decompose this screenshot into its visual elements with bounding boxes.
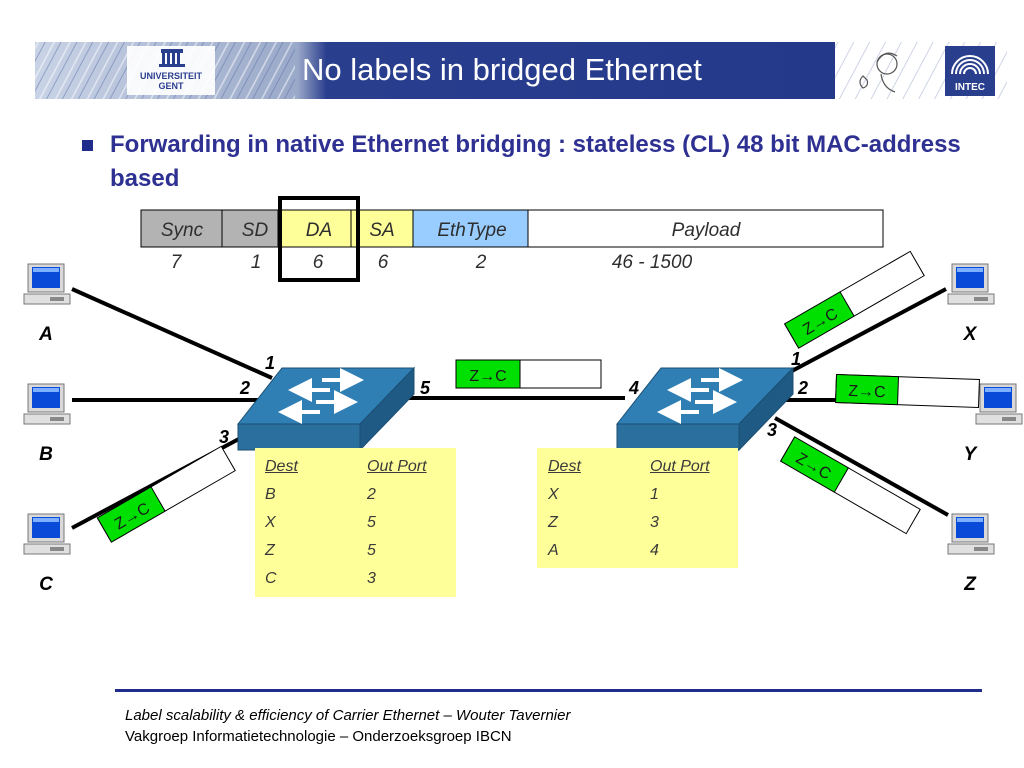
table-cell-port: 3: [367, 570, 376, 587]
computer-icon: [975, 383, 1023, 425]
table-header-outport: Out Port: [367, 458, 427, 475]
switch1-port-1: 1: [265, 353, 275, 373]
host-x: [947, 263, 995, 305]
frame-field-sync: [140, 209, 223, 248]
table-cell-port: 3: [650, 514, 659, 531]
switch2-port-4: 4: [628, 378, 639, 398]
host-c: [23, 513, 71, 555]
switch-arrows-icon: [657, 368, 743, 424]
university-logo: UNIVERSITEIT GENT: [127, 46, 215, 95]
host-y: [975, 383, 1023, 425]
table-cell-dest: Z: [265, 542, 275, 559]
frame-tag-label: Z→C: [469, 368, 506, 385]
table-header-outport: Out Port: [650, 458, 710, 475]
host-b: [23, 383, 71, 425]
computer-icon: [23, 383, 71, 425]
table-cell-port: 2: [367, 486, 376, 503]
table-cell-dest: B: [265, 486, 276, 503]
frame-field-sd: [221, 209, 279, 248]
slide-title: No labels in bridged Ethernet: [302, 52, 702, 87]
host-z: [947, 513, 995, 555]
computer-icon: [23, 263, 71, 305]
footer-line-1: Label scalability & efficiency of Carrie…: [125, 707, 571, 724]
switch2-port-3: 3: [767, 420, 777, 440]
table-cell-dest: X: [548, 486, 559, 503]
switch-2: [615, 366, 795, 452]
bullet-text: Forwarding in native Ethernet bridging :…: [110, 131, 961, 192]
switch-arrows-icon: [278, 368, 364, 424]
frame-label-payload: Payload: [672, 220, 742, 241]
table-cell-port: 1: [650, 486, 659, 503]
host-label-y: Y: [964, 444, 979, 465]
frame-label-sa: SA: [369, 220, 394, 241]
table-header-dest: Dest: [548, 458, 581, 475]
table-cell-dest: Z: [548, 514, 558, 531]
computer-icon: [947, 263, 995, 305]
intec-logo-text: INTEC: [955, 82, 985, 93]
switch1-port-2: 2: [239, 378, 250, 398]
ethernet-frame-format: Sync SD DA SA EthType Payload 7 1 6 6 2 …: [140, 196, 884, 282]
da-highlight-box: [278, 196, 360, 282]
frame-tag-x: Z→C: [783, 250, 925, 349]
switch-1: [236, 366, 416, 452]
footer-rule: [115, 689, 982, 692]
frame-size-sd: 1: [251, 252, 262, 273]
table-cell-port: 5: [367, 542, 376, 559]
host-label-z: Z: [963, 574, 977, 595]
frame-size-sync: 7: [171, 252, 183, 273]
forwarding-table-switch2: Dest Out Port X 1 Z 3 A 4: [537, 448, 738, 568]
frame-label-da: DA: [306, 220, 332, 241]
frame-size-payload: 46 - 1500: [612, 252, 693, 273]
frame-size-ethtype: 2: [475, 252, 487, 273]
frame-tag-z: Z→C: [779, 436, 921, 535]
host-a: [23, 263, 71, 305]
frame-field-sa: [350, 209, 414, 248]
table-cell-dest: C: [265, 570, 277, 587]
mascot-icon: [859, 52, 898, 93]
frame-size-sa: 6: [378, 252, 389, 273]
computer-icon: [947, 513, 995, 555]
university-logo-line1: UNIVERSITEIT: [140, 71, 203, 81]
host-label-a: A: [38, 324, 53, 345]
frame-label-sync: Sync: [161, 220, 204, 241]
footer-line-2: Vakgroep Informatietechnologie – Onderzo…: [125, 728, 512, 745]
host-label-b: B: [39, 444, 53, 465]
header-banner: UNIVERSITEIT GENT INTEC: [35, 42, 1007, 99]
frame-field-ethtype: [412, 209, 529, 248]
table-cell-dest: X: [265, 514, 276, 531]
frame-tag-c: Z→C: [96, 445, 236, 543]
frame-field-payload: [527, 209, 884, 248]
table-cell-dest: A: [548, 542, 559, 559]
host-label-c: C: [39, 574, 53, 595]
host-label-x: X: [963, 324, 978, 345]
intec-logo: INTEC: [945, 46, 995, 96]
table-header-dest: Dest: [265, 458, 298, 475]
frame-size-da: 6: [313, 252, 324, 273]
switch2-port-2: 2: [797, 378, 808, 398]
frame-label-ethtype: EthType: [437, 220, 506, 241]
frame-label-sd: SD: [242, 220, 269, 241]
switch1-port-5: 5: [420, 378, 431, 398]
bullet-square-icon: [82, 140, 93, 151]
frame-tag-y: Z→C: [835, 373, 980, 408]
forwarding-table-switch1: Dest Out Port B 2 X 5 Z 5 C 3: [255, 448, 456, 597]
table-cell-port: 4: [650, 542, 659, 559]
switch1-port-3: 3: [219, 427, 229, 447]
frame-tag-center: Z→C: [455, 359, 602, 389]
university-logo-line2: GENT: [158, 81, 184, 91]
computer-icon: [23, 513, 71, 555]
table-cell-port: 5: [367, 514, 376, 531]
switch2-port-1: 1: [791, 349, 801, 369]
frame-tag-label: Z→C: [848, 383, 886, 401]
